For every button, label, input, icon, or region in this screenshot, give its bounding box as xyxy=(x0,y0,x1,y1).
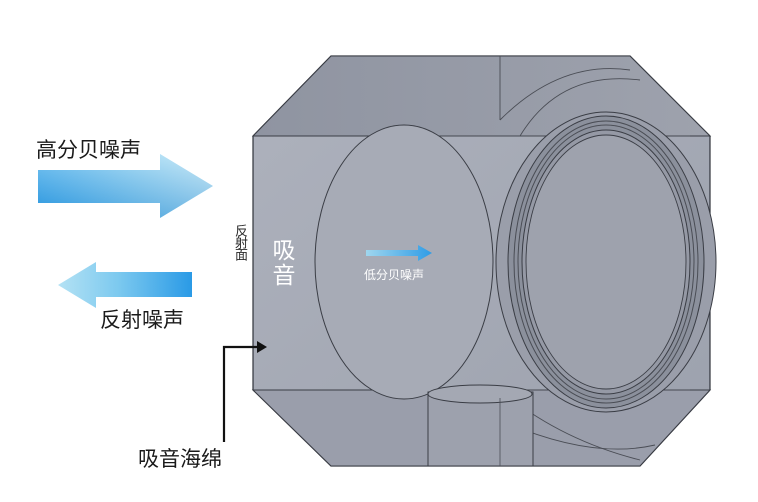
reflect-face-label: 反射面 xyxy=(232,224,247,260)
low-noise-arrow xyxy=(366,245,432,261)
absorb-label: 吸音 xyxy=(268,238,294,288)
high-noise-arrow xyxy=(38,154,213,218)
reflected-noise-arrow xyxy=(58,262,192,308)
sponge-label: 吸音海绵 xyxy=(138,447,222,471)
right-ring-flange xyxy=(495,111,717,413)
outlet-pipe xyxy=(427,384,534,467)
reflected-noise-label: 反射噪声 xyxy=(100,308,184,332)
high-noise-label: 高分贝噪声 xyxy=(36,138,141,162)
sponge-pointer xyxy=(222,341,267,442)
low-noise-label: 低分贝噪声 xyxy=(364,268,425,282)
inner-chamber xyxy=(314,124,494,400)
